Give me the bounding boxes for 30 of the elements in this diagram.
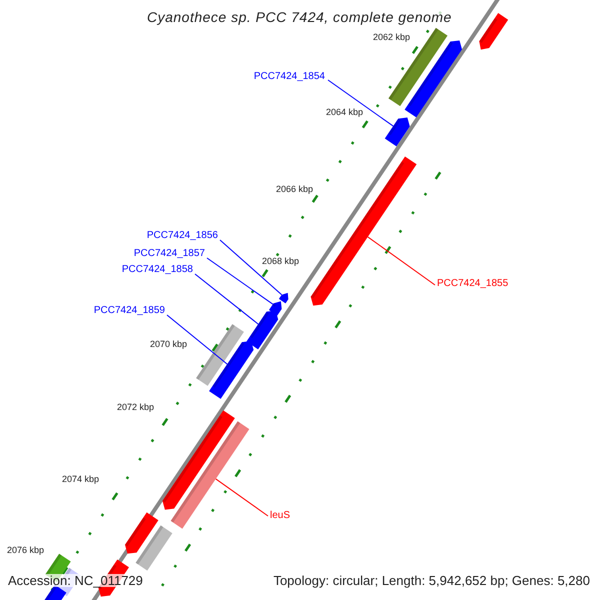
tick-label: 2064 kbp xyxy=(326,108,364,117)
accession-text: Accession: NC_011729 xyxy=(8,574,143,587)
tick-label: 2068 kbp xyxy=(262,257,300,266)
tick-label: 2074 kbp xyxy=(62,475,100,484)
gene-label: PCC7424_1858 xyxy=(122,265,193,275)
tick-label: 2076 kbp xyxy=(7,546,44,555)
gene-label: PCC7424_1854 xyxy=(254,72,325,82)
leader-line xyxy=(215,478,268,516)
leader-line xyxy=(328,80,394,127)
title: Cyanothece sp. PCC 7424, complete genome xyxy=(147,10,452,24)
gene-feature xyxy=(384,118,410,146)
leader-line xyxy=(194,274,259,325)
leader-line xyxy=(367,236,436,286)
gene-label: PCC7424_1856 xyxy=(146,231,218,241)
leader-line xyxy=(206,258,274,305)
gene-feature xyxy=(209,341,254,399)
gene-feature xyxy=(170,421,250,529)
tick-label: 2066 kbp xyxy=(276,185,314,194)
leader-line xyxy=(220,240,282,296)
gene-feature xyxy=(278,292,288,304)
gene-label: PCC7424_1855 xyxy=(437,279,508,289)
gene-label: PCC7424_1859 xyxy=(94,306,165,316)
gene-label: leuS xyxy=(270,511,290,521)
gene-label: PCC7424_1857 xyxy=(134,249,205,259)
tick-label: 2062 kbp xyxy=(373,33,410,42)
tick-label: 2072 kbp xyxy=(117,403,154,412)
leader-line xyxy=(166,314,228,365)
tick-label: 2070 kbp xyxy=(150,340,188,349)
genome-info-text: Topology: circular; Length: 5,942,652 bp; Genes: 5,280 xyxy=(273,574,590,587)
gene-feature xyxy=(246,310,278,350)
